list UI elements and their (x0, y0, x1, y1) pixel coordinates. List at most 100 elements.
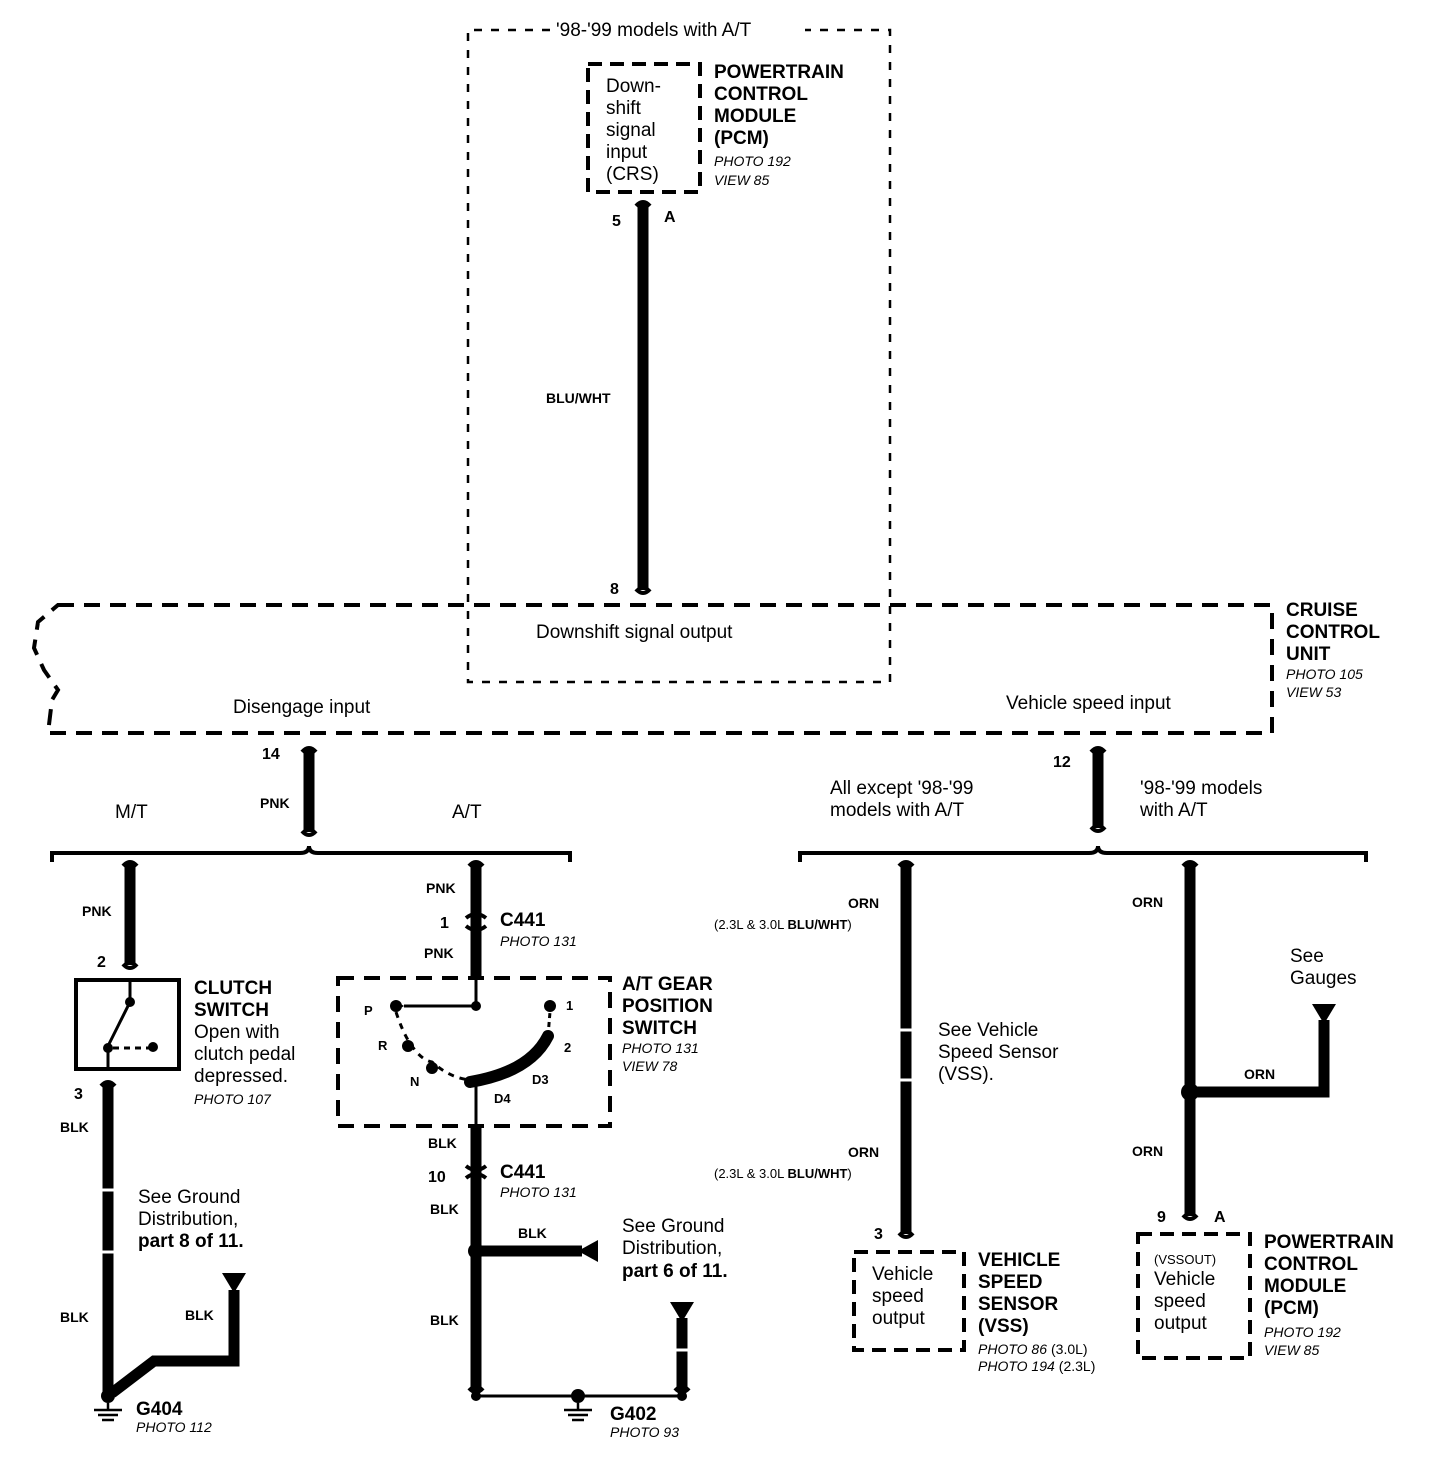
ccu-pin-12: 12 (1053, 754, 1071, 771)
blk-label-4: BLK (430, 1312, 459, 1328)
blk-label-1: BLK (60, 1119, 89, 1135)
pcm-top-photo: PHOTO 192 (714, 153, 791, 169)
ground-g402: G402 (610, 1404, 656, 1425)
pcm-top-box (586, 62, 702, 194)
connector-terminal-icon (1089, 825, 1107, 833)
blu-wht-wire: BLU/WHT (546, 200, 652, 595)
pcm-top-pin: 5 (612, 213, 621, 230)
connector-terminal-icon (300, 829, 318, 837)
gear-pin-10: 10 (428, 1169, 446, 1186)
gear-d3: D3 (532, 1072, 549, 1087)
pcm-top-title: POWERTRAIN CONTROL MODULE (PCM) (714, 62, 849, 149)
clutch-switch-title: CLUTCH SWITCH (194, 978, 277, 1021)
orn-label-2: ORN (848, 1144, 879, 1160)
see-ground-distribution-right: See Ground Distribution, (622, 1216, 730, 1259)
ccu-photo: PHOTO 105 (1286, 666, 1363, 682)
connector-terminal-icon (1181, 1213, 1199, 1221)
gear-2: 2 (564, 1040, 571, 1055)
blk-label-2: BLK (60, 1309, 89, 1325)
connector-terminal-icon (634, 587, 652, 595)
downshift-output-label: Downshift signal output (536, 622, 733, 643)
arrow-down-icon (222, 1273, 246, 1293)
connector-terminal-icon (300, 746, 318, 754)
gear-d4: D4 (494, 1091, 511, 1106)
pcm-bottom-box-text: Vehicle speed output (1154, 1269, 1221, 1334)
splice-icon (1181, 1083, 1199, 1101)
ccu-pin-14: 14 (262, 746, 280, 763)
at-label: A/T (452, 802, 482, 823)
ground-splice-icon (101, 1389, 115, 1403)
pnk-label: PNK (82, 903, 112, 919)
gear-n: N (410, 1074, 419, 1089)
disengage-branch: PNK M/T A/T (50, 746, 572, 862)
ground-icon (564, 1403, 592, 1422)
blk-wire (108, 1290, 240, 1398)
blu-wht-label: BLU/WHT (546, 390, 611, 406)
pnk-label: PNK (424, 945, 454, 961)
clutch-switch-desc: Open with clutch pedal depressed. (194, 1022, 301, 1087)
connector-terminal-icon (634, 200, 652, 208)
pcm-bottom-view: VIEW 85 (1264, 1342, 1319, 1358)
vss-box (852, 1250, 966, 1352)
ground-splice-icon (677, 1391, 687, 1401)
see-gauges-label: See Gauges (1290, 946, 1357, 989)
clutch-switch-photo: PHOTO 107 (194, 1091, 272, 1107)
connector-terminal-icon (897, 860, 915, 868)
speed-input-label: Vehicle speed input (1006, 693, 1172, 714)
clutch-switch-box (74, 978, 181, 1071)
gear-1: 1 (566, 998, 573, 1013)
see-ground-distribution-left: See Ground Distribution, (138, 1187, 246, 1230)
blk-label-2: BLK (430, 1201, 459, 1217)
pcm-top-view: VIEW 85 (714, 172, 769, 188)
ccu-title: CRUISE CONTROL UNIT (1286, 600, 1385, 665)
ground-icon (94, 1403, 122, 1422)
clutch-pin-3: 3 (74, 1086, 83, 1103)
ground-g402-photo: PHOTO 93 (610, 1424, 679, 1440)
gear-switch-circuit: PNK 1 C441 PHOTO 131 PNK P R N D4 D3 2 1 (336, 860, 730, 1440)
pcm-bottom-pin: 9 (1157, 1209, 1166, 1226)
gear-selector-icon (390, 978, 556, 1126)
blk-label-1: BLK (428, 1135, 457, 1151)
pcm-bottom-circuit: ORN See Gauges ORN ORN 9 A (VSSOUT) Vehi… (1132, 860, 1394, 1360)
pnk-label: PNK (260, 795, 290, 811)
mt-label: M/T (115, 802, 148, 823)
connector-terminal-icon (121, 860, 139, 868)
vss-circuit: ORN (2.3L & 3.0L BLU/WHT) See Vehicle Sp… (714, 860, 1095, 1374)
blk-label-3: BLK (518, 1225, 547, 1241)
orn-wire (1190, 1020, 1330, 1098)
connector-terminal-icon (467, 860, 485, 868)
gear-r: R (378, 1038, 388, 1053)
pcm-bottom-box (1136, 1232, 1252, 1360)
connector-terminal-icon (121, 962, 139, 970)
see-ground-part-right: part 6 of 11. (622, 1261, 728, 1282)
c441-top-photo: PHOTO 131 (500, 933, 577, 949)
ccu-border (31, 603, 1274, 735)
alt-wire-note-1: (2.3L & 3.0L BLU/WHT) (714, 917, 852, 932)
right-bracket (798, 845, 1368, 862)
orn-label-2: ORN (1244, 1066, 1275, 1082)
gear-switch-view: VIEW 78 (622, 1058, 677, 1074)
ground-g404: G404 (136, 1399, 183, 1420)
connector-terminal-icon (1181, 860, 1199, 868)
speed-branch: All except '98-'99 models with A/T '98-'… (798, 746, 1368, 862)
c441-bottom-photo: PHOTO 131 (500, 1184, 577, 1200)
pnk-label: PNK (426, 880, 456, 896)
at-region-label: '98-'99 models with A/T (556, 20, 752, 41)
pcm-top-connector: A (664, 209, 676, 226)
clutch-pin-2: 2 (97, 954, 106, 971)
orn-label-1: ORN (848, 895, 879, 911)
arrow-down-icon (1312, 1004, 1336, 1024)
at-models-region: '98-'99 models with A/T (466, 20, 892, 684)
see-ground-part-left: part 8 of 11. (138, 1231, 244, 1252)
gear-p: P (364, 1003, 373, 1018)
connector-terminal-icon (897, 1231, 915, 1239)
gear-pin-1-connector: 1 (440, 915, 449, 932)
gear-switch-photo: PHOTO 131 (622, 1040, 699, 1056)
arrow-left-icon (578, 1240, 598, 1262)
vss-photo-2: PHOTO 194(2.3L) (978, 1358, 1095, 1374)
pcm-top: Down- shift signal input (CRS) POWERTRAI… (586, 62, 849, 230)
models-at-label: '98-'99 models with A/T (1139, 778, 1268, 821)
pcm-bottom-photo: PHOTO 192 (1264, 1324, 1341, 1340)
cruise-control-unit: 8 CRUISE CONTROL UNIT PHOTO 105 VIEW 53 … (31, 581, 1385, 771)
